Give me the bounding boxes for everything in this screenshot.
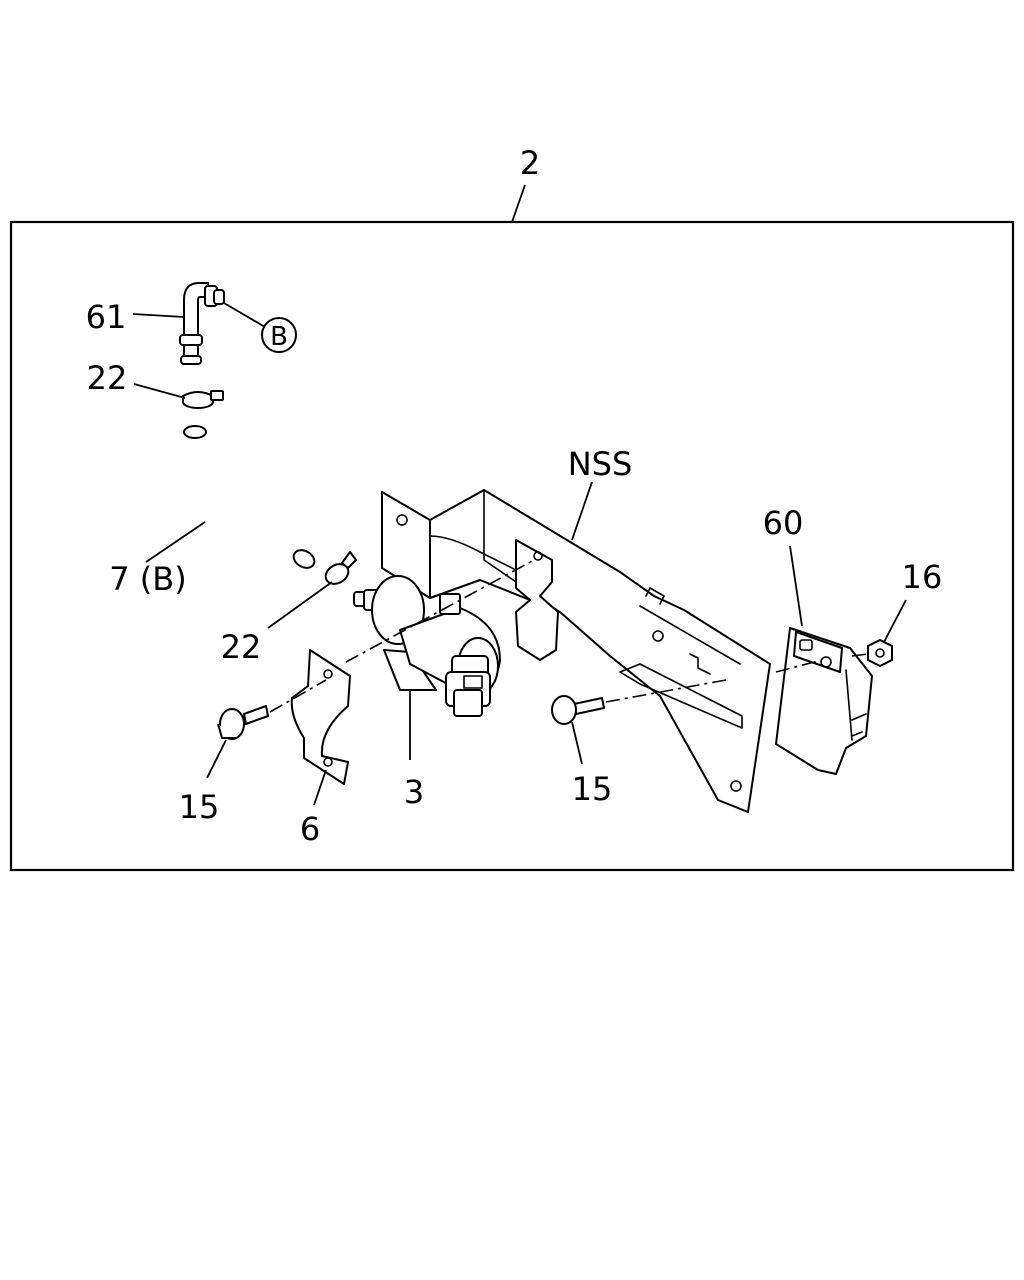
callout-bolt-left: 15 bbox=[179, 788, 220, 826]
callout-vacuum-hose: 7 (B) bbox=[109, 560, 186, 598]
center-line-bolt-left bbox=[269, 679, 327, 713]
callout-elbow-pipe: 61 bbox=[86, 298, 127, 336]
callout-hose-clip-upper: 22 bbox=[87, 359, 128, 397]
ref-b-circle bbox=[261, 317, 297, 353]
callout-vsv-valve: 3 bbox=[404, 773, 424, 811]
callout-hose-clip-lower: 22 bbox=[221, 628, 262, 666]
callout-clamp: 6 bbox=[300, 810, 320, 848]
elbow-pipe-leader-line bbox=[132, 313, 185, 318]
center-line-bolt-right bbox=[605, 679, 727, 703]
center-line-clamp-to-bracket bbox=[345, 559, 535, 663]
callout-assembly: 2 bbox=[520, 144, 540, 182]
callout-bolt-right: 15 bbox=[572, 770, 613, 808]
ref-b-label: B bbox=[270, 322, 288, 352]
callout-controller: 60 bbox=[763, 504, 804, 542]
ref-b-leader-line bbox=[223, 302, 266, 328]
elbow-pipe-part bbox=[179, 282, 225, 365]
vacuum-hose-leader-line bbox=[145, 521, 206, 563]
controller-part bbox=[775, 627, 873, 775]
hose-clip-upper-part bbox=[182, 390, 224, 409]
mounting-bracket-leader-line bbox=[571, 481, 593, 541]
vacuum-hose-part bbox=[183, 425, 316, 569]
hose-clip-lower-part bbox=[324, 551, 357, 585]
nut-part bbox=[867, 639, 893, 667]
bolt-left-part bbox=[217, 705, 269, 740]
hose-clip-upper-leader-line bbox=[133, 383, 186, 399]
controller-leader-line bbox=[789, 545, 803, 627]
hose-clip-lower-leader-line bbox=[267, 581, 333, 629]
clamp-leader-line bbox=[313, 769, 327, 806]
center-line-controller bbox=[775, 659, 823, 673]
assembly-leader-line bbox=[511, 184, 526, 223]
center-line-nut bbox=[851, 653, 869, 657]
nut-leader-line bbox=[883, 599, 907, 643]
clamp-part bbox=[290, 649, 351, 785]
callout-nut: 16 bbox=[902, 558, 943, 596]
callout-mounting-bracket: NSS bbox=[568, 445, 633, 483]
bolt-left-leader-line bbox=[206, 739, 227, 779]
bolt-right-leader-line bbox=[571, 721, 583, 765]
bolt-right-part bbox=[551, 695, 605, 725]
